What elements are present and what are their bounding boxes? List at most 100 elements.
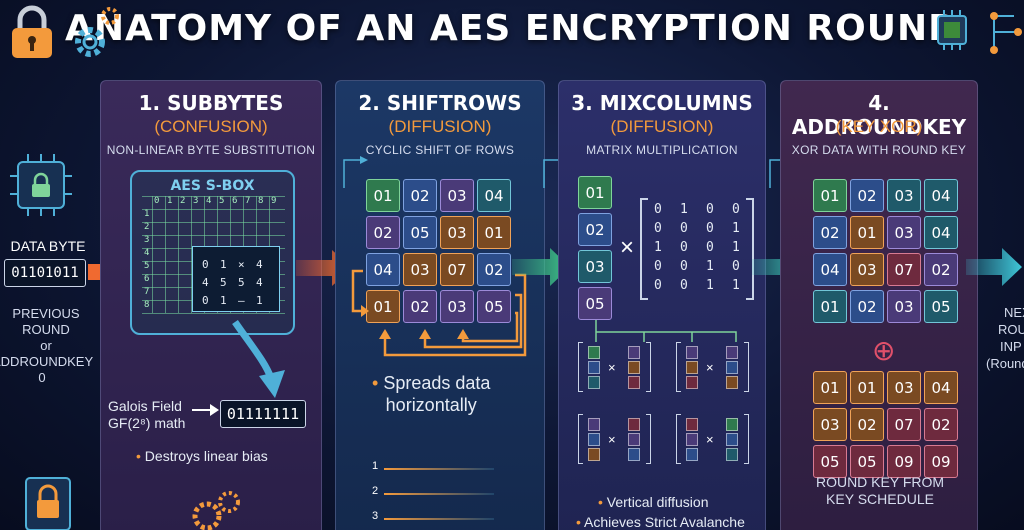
- inset-value: ×: [238, 258, 245, 271]
- state-cell: 03: [887, 179, 921, 212]
- mix-matrix-value: 0: [680, 240, 688, 255]
- shiftrows-cell: 07: [440, 253, 474, 286]
- sbox-header-cell: 3: [193, 196, 199, 206]
- mini-bracket-right: [744, 342, 749, 392]
- mini-cell: [686, 346, 698, 359]
- subbytes-panel: 1. SUBBYTES (CONFUSION) NON-LINEAR BYTE …: [100, 80, 322, 530]
- mix-matrix-value: 0: [654, 202, 662, 217]
- mini-bracket-left: [676, 342, 681, 392]
- shiftrows-cell: 02: [366, 216, 400, 249]
- mini-bracket-left: [578, 414, 583, 464]
- sbox-row-label: 4: [144, 248, 150, 258]
- state-cell: 01: [813, 290, 847, 323]
- subbytes-bullet: • Destroys linear bias: [136, 448, 268, 464]
- shiftrows-cell: 02: [477, 253, 511, 286]
- mini-times: ×: [706, 360, 714, 375]
- mini-bracket-left: [578, 342, 583, 392]
- inset-value: 1: [256, 294, 263, 307]
- shiftrows-description: CYCLIC SHIFT OF ROWS: [365, 143, 515, 157]
- mix-matrix-value: 0: [706, 202, 714, 217]
- sbox-header-cell: 9: [271, 196, 277, 206]
- sbox-output-arrow: [232, 320, 285, 398]
- shiftrows-cell: 05: [403, 216, 437, 249]
- round-key-cell: 09: [924, 445, 958, 478]
- subbytes-subtitle: (CONFUSION): [154, 117, 268, 136]
- shiftrows-cell: 02: [403, 179, 437, 212]
- shiftrows-cell: 05: [477, 290, 511, 323]
- mini-cell: [726, 433, 738, 446]
- mix-matrix-value: 0: [654, 278, 662, 293]
- flow-arrow-4: [966, 248, 1022, 286]
- inset-value: 5: [220, 276, 227, 289]
- inset-value: 0: [202, 258, 209, 271]
- mixcolumns-bullet-2: • Achieves Strict Avalanche: [576, 514, 745, 530]
- mix-matrix-value: 1: [706, 278, 714, 293]
- flow-arrow-2: [512, 248, 570, 286]
- inset-value: 4: [202, 276, 209, 289]
- data-byte-value: 01101011: [4, 259, 86, 287]
- sbox-grid-hline: [142, 222, 285, 223]
- round-key-cell: 02: [850, 408, 884, 441]
- sbox-grid-hline: [142, 209, 285, 210]
- sbox-row-label: 6: [144, 274, 150, 284]
- mini-cell: [628, 433, 640, 446]
- chip-icon: [937, 10, 967, 50]
- addroundkey-description: XOR DATA WITH ROUND KEY: [791, 143, 967, 157]
- mix-matrix-value: 1: [732, 240, 740, 255]
- shift-line: [384, 468, 494, 470]
- mini-cell: [628, 376, 640, 389]
- sbox-grid-hline: [142, 196, 285, 197]
- sbox-header-cell: 4: [206, 196, 212, 206]
- shift-row-label: 2: [372, 485, 379, 497]
- sbox-grid-vline: [165, 196, 166, 313]
- mix-matrix-value: 1: [732, 278, 740, 293]
- mix-column-cell: 02: [578, 213, 612, 246]
- state-cell: 03: [887, 216, 921, 249]
- round-key-cell: 03: [887, 371, 921, 404]
- state-cell: 01: [813, 179, 847, 212]
- inset-value: 4: [256, 276, 263, 289]
- shift-row-label: 3: [372, 510, 379, 522]
- mini-bracket-right: [744, 414, 749, 464]
- inset-value: 1: [220, 294, 227, 307]
- data-byte-label: DATA BYTE: [10, 238, 86, 254]
- matrix-bracket-right: [746, 198, 754, 300]
- addroundkey-title: 4. ADDROUNDKEY: [791, 91, 967, 139]
- mini-cell: [588, 346, 600, 359]
- mini-cell: [628, 346, 640, 359]
- state-cell: 04: [924, 216, 958, 249]
- mini-cell: [588, 361, 600, 374]
- shiftrows-cell: 01: [366, 290, 400, 323]
- state-cell: 05: [924, 290, 958, 323]
- mini-cell: [726, 376, 738, 389]
- mix-column-cell: 05: [578, 287, 612, 320]
- shiftrows-cell: 03: [403, 253, 437, 286]
- sbox-grid-vline: [152, 196, 153, 313]
- sbox-header-cell: 1: [167, 196, 173, 206]
- round-key-label: ROUND KEY FROM KEY SCHEDULE: [815, 474, 945, 507]
- galois-arrow: [192, 404, 219, 416]
- mini-cell: [686, 376, 698, 389]
- round-key-cell: 01: [813, 371, 847, 404]
- shiftrows-title: 2. SHIFTROWS: [358, 91, 522, 115]
- shiftrows-bullet: • Spreads data horizontally: [372, 373, 491, 415]
- state-cell: 02: [924, 253, 958, 286]
- round-key-cell: 05: [813, 445, 847, 478]
- gear-icon: [75, 27, 105, 57]
- mini-cell: [588, 433, 600, 446]
- page-title: ANATOMY OF AN AES ENCRYPTION ROUND: [65, 8, 959, 49]
- mini-bracket-right: [646, 414, 651, 464]
- gears-icon: [192, 491, 240, 530]
- round-key-cell: 05: [850, 445, 884, 478]
- sbox-row-label: 3: [144, 235, 150, 245]
- next-round-label: NEX ROU INP (Round: [986, 305, 1024, 371]
- shiftrows-cell: 03: [440, 290, 474, 323]
- round-key-cell: 04: [924, 371, 958, 404]
- sbox-header-cell: 5: [219, 196, 225, 206]
- shift-line: [384, 518, 494, 520]
- mix-matrix-value: 1: [732, 221, 740, 236]
- mix-matrix-value: 1: [706, 259, 714, 274]
- sbox-grid-vline: [178, 196, 179, 313]
- mix-matrix-value: 0: [680, 278, 688, 293]
- state-cell: 02: [813, 216, 847, 249]
